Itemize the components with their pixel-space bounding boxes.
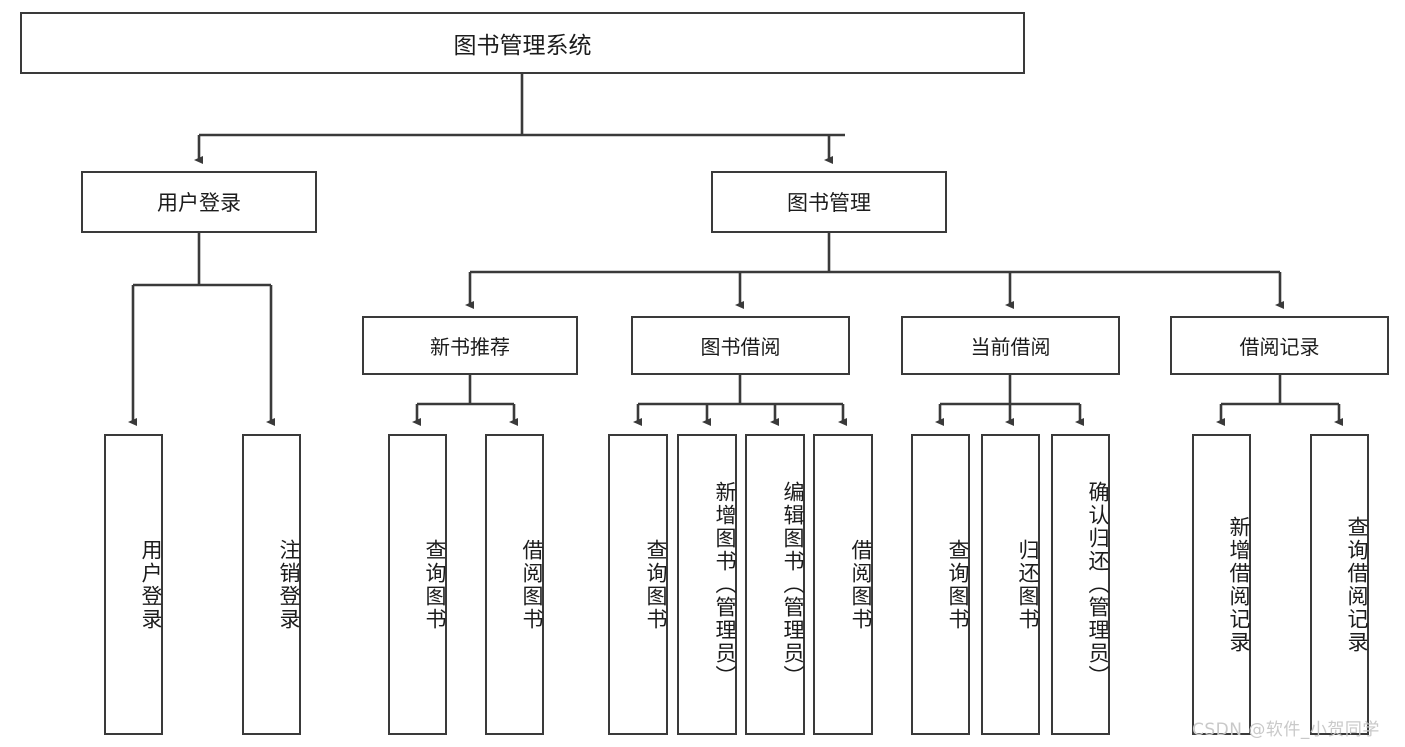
leaf-return-book[interactable]: 归还图书 [981,434,1040,735]
node-book-management-system[interactable]: 图书管理系统 [20,12,1025,74]
leaf-label: 确认归还（管理员） [1086,481,1110,688]
node-user-login[interactable]: 用户登录 [81,171,317,233]
leaf-borrow-book[interactable]: 借阅图书 [813,434,873,735]
node-new-book-recommend[interactable]: 新书推荐 [362,316,578,375]
leaf-label: 查询图书 [423,538,447,631]
leaf-label: 查询图书 [644,538,668,631]
node-label: 图书管理系统 [453,33,592,59]
leaf-query-book-current[interactable]: 查询图书 [911,434,970,735]
leaf-edit-book-admin[interactable]: 编辑图书（管理员） [745,434,805,735]
leaf-query-book-borrow[interactable]: 查询图书 [608,434,668,735]
node-label: 当前借阅 [970,335,1051,359]
leaf-user-logout[interactable]: 注销登录 [242,434,301,735]
node-borrow-record[interactable]: 借阅记录 [1170,316,1389,375]
node-label: 新书推荐 [430,335,510,359]
leaf-label: 查询图书 [946,538,970,631]
node-current-borrow[interactable]: 当前借阅 [901,316,1120,375]
leaf-add-borrow-record[interactable]: 新增借阅记录 [1192,434,1251,735]
leaf-borrow-book-recommend[interactable]: 借阅图书 [485,434,544,735]
leaf-user-login[interactable]: 用户登录 [104,434,163,735]
node-book-management[interactable]: 图书管理 [711,171,947,233]
node-label: 图书借阅 [700,335,781,359]
leaf-label: 借阅图书 [520,538,544,631]
leaf-label: 查询借阅记录 [1345,515,1369,654]
leaf-label: 用户登录 [139,538,163,631]
leaf-label: 编辑图书（管理员） [781,481,805,688]
leaf-label: 新增借阅记录 [1227,515,1251,654]
leaf-label: 归还图书 [1016,538,1040,631]
node-book-borrow[interactable]: 图书借阅 [631,316,850,375]
leaf-query-borrow-record[interactable]: 查询借阅记录 [1310,434,1369,735]
leaf-add-book-admin[interactable]: 新增图书（管理员） [677,434,737,735]
csdn-watermark: CSDN @软件_小贺同学 [1192,720,1380,740]
leaf-label: 注销登录 [277,538,301,631]
leaf-label: 新增图书（管理员） [713,481,737,688]
node-label: 借阅记录 [1239,335,1320,359]
leaf-confirm-return-admin[interactable]: 确认归还（管理员） [1051,434,1110,735]
node-label: 图书管理 [787,191,871,215]
leaf-label: 借阅图书 [849,538,873,631]
leaf-query-book-recommend[interactable]: 查询图书 [388,434,447,735]
node-label: 用户登录 [157,191,241,215]
